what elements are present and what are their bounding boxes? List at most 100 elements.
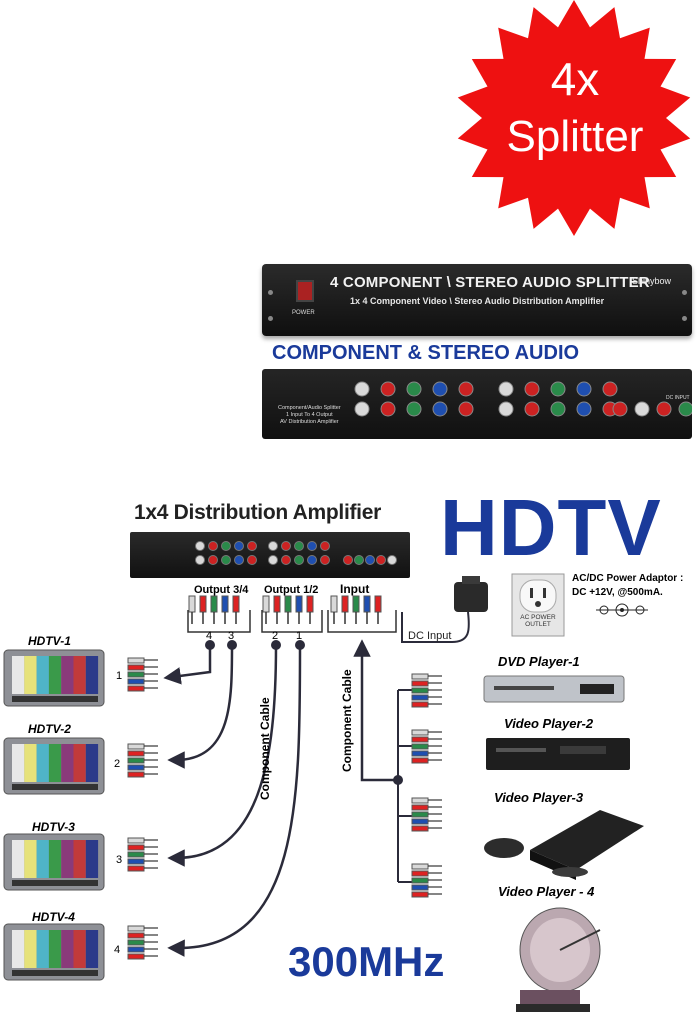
player-4-label: Video Player - 4 (498, 884, 595, 899)
rca-plug-icon (411, 729, 429, 736)
rca-plug-icon (411, 870, 429, 877)
rca-plug-icon (411, 750, 429, 757)
hdtv-title: HDTV (440, 483, 662, 572)
rca-plug-icon (411, 877, 429, 884)
rca-plug-icon (210, 595, 218, 613)
rca-jack-icon (458, 381, 474, 397)
output-number-1: 1 (296, 630, 303, 642)
rca-jack-icon (195, 541, 205, 551)
rca-plug-icon (127, 657, 145, 664)
dc-input-label: DC INPUT (666, 395, 690, 401)
component-cable-label-2: Component Cable (340, 669, 354, 772)
rca-jack-icon (320, 555, 330, 565)
rca-plug-icon (127, 764, 145, 771)
rca-jack-icon (320, 541, 330, 551)
rca-plug-icon (411, 687, 429, 694)
rca-plug-icon (330, 595, 338, 613)
rca-plug-icon (127, 771, 145, 778)
rca-plug-icon (411, 804, 429, 811)
rca-plug-icon (411, 884, 429, 891)
power-switch-icon (296, 280, 314, 302)
rca-plug-icon (127, 685, 145, 692)
rca-plug-icon (411, 736, 429, 743)
rca-plug-icon (232, 595, 240, 613)
rca-jack-icon (612, 401, 628, 417)
back-panel-label: Component/Audio Splitter 1 Input To 4 Ou… (278, 405, 341, 425)
rca-plug-icon (262, 595, 270, 613)
power-label: POWER (292, 310, 315, 316)
badge-line2: Splitter (506, 112, 644, 161)
starburst-shape (457, 0, 691, 236)
rca-jack-icon (221, 541, 231, 551)
screw-icon (268, 290, 273, 295)
cable-input (353, 639, 398, 782)
cable-output-3 (167, 644, 234, 769)
back-panel-connectors (354, 381, 692, 417)
rca-jack-icon (268, 555, 278, 565)
rca-jack-icon (498, 401, 514, 417)
rca-jack-icon (354, 381, 370, 397)
rca-jack-icon (234, 541, 244, 551)
satellite-dish-icon (516, 907, 601, 1012)
screw-icon (682, 316, 687, 321)
rca-jack-icon (208, 555, 218, 565)
rca-jack-icon (387, 555, 397, 565)
screw-icon (268, 316, 273, 321)
hdtv-4-number: 4 (114, 944, 121, 956)
rca-plug-icon (411, 863, 429, 870)
rca-jack-icon (234, 555, 244, 565)
badge-line1: 4x (550, 53, 600, 105)
starburst-badge (457, 0, 691, 236)
video-player-2-icon (486, 738, 630, 770)
rca-jack-icon (281, 541, 291, 551)
rca-jack-icon (294, 541, 304, 551)
rca-jack-icon (354, 555, 364, 565)
diagram-title: 1x4 Distribution Amplifier (134, 501, 381, 524)
rca-plug-icon (411, 811, 429, 818)
power-outlet-label: AC POWER OUTLET (520, 614, 556, 628)
rca-plug-icon (127, 678, 145, 685)
rca-jack-icon (458, 401, 474, 417)
rca-plug-icon (374, 595, 382, 613)
rca-jack-icon (656, 401, 672, 417)
rca-plug-icon (127, 844, 145, 851)
rca-plug-icon (127, 851, 145, 858)
rca-plug-icon (127, 925, 145, 932)
rca-jack-icon (576, 381, 592, 397)
frequency-label: 300MHz (288, 938, 445, 985)
dc-cable (401, 611, 470, 643)
cable-output-4 (163, 645, 212, 685)
rca-plug-icon (199, 595, 207, 613)
input-label: Input (340, 582, 370, 596)
rca-jack-icon (221, 555, 231, 565)
splitter-connectors (195, 541, 397, 565)
rca-jack-icon (247, 555, 257, 565)
rca-plug-icon (411, 694, 429, 701)
rca-jack-icon (432, 381, 448, 397)
rca-jack-icon (406, 401, 422, 417)
rca-plug-icon (411, 673, 429, 680)
rca-jack-icon (634, 401, 650, 417)
component-cable-label-1: Component Cable (258, 697, 272, 800)
player-1-label: DVD Player-1 (498, 654, 580, 669)
device-front-subtitle: 1x 4 Component Video \ Stereo Audio Dist… (350, 296, 605, 306)
device-front-panel: POWER 4 COMPONENT \ STEREO AUDIO SPLITTE… (262, 264, 692, 336)
rca-plug-icon (127, 664, 145, 671)
rca-plug-icon (411, 797, 429, 804)
rca-jack-icon (602, 381, 618, 397)
rca-jack-icon (678, 401, 692, 417)
hdtv-1-label: HDTV-1 (28, 634, 71, 648)
rca-jack-icon (550, 401, 566, 417)
rca-plug-icon (127, 837, 145, 844)
rca-plug-icon (295, 595, 303, 613)
rca-jack-icon (281, 555, 291, 565)
output-1-2-bracket (261, 610, 323, 633)
screw-icon (682, 290, 687, 295)
output-number-4: 4 (206, 630, 213, 642)
video-player-3-icon (484, 810, 644, 880)
rca-plug-icon (411, 680, 429, 687)
player-2-label: Video Player-2 (504, 716, 594, 731)
polarity-symbol-icon (596, 603, 648, 617)
rca-plug-icon (127, 932, 145, 939)
